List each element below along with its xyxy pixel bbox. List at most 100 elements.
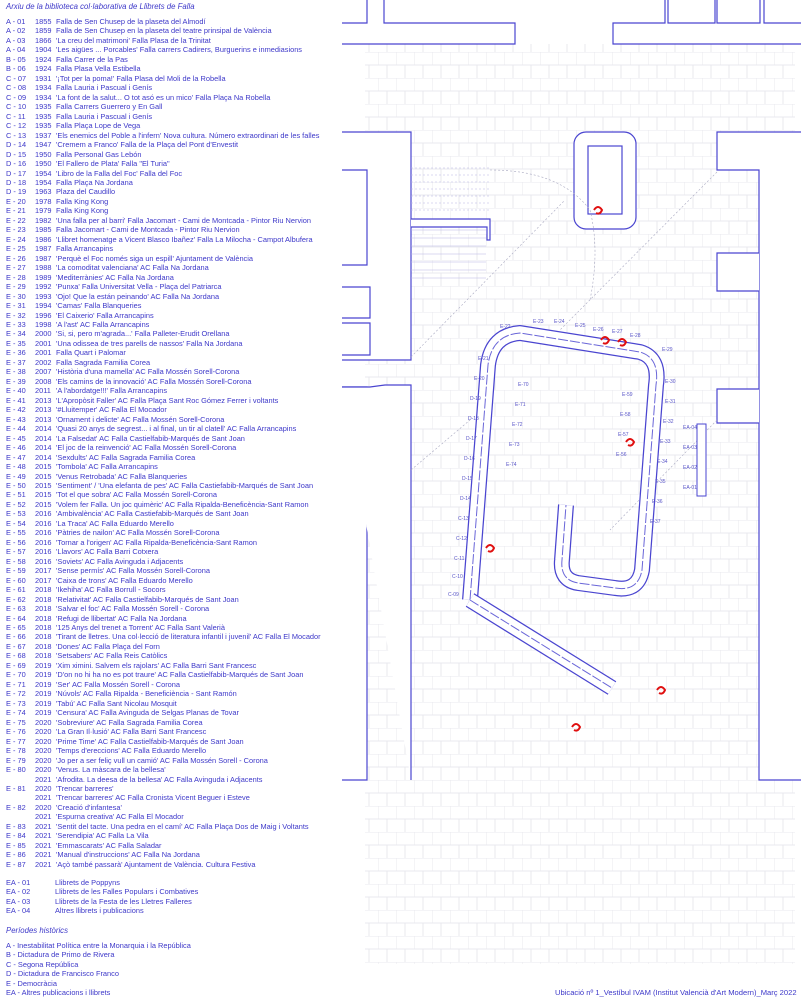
item-code: E - 25 xyxy=(6,244,26,254)
item-title: 'Punxa' Falla Universitat Vella - Plaça … xyxy=(56,282,222,292)
shelf-label: E-25 xyxy=(575,323,586,329)
item-year: 2015 xyxy=(35,480,52,490)
item-year: 1992 xyxy=(35,282,52,292)
item-year: 2020 xyxy=(35,802,52,812)
item-title: Falla King Kong xyxy=(56,196,109,206)
item-year: 2021 xyxy=(35,812,52,822)
item-title: 'Manual d'instruccions' AC Falla Na Jord… xyxy=(56,850,200,860)
item-year: 2018 xyxy=(35,604,52,614)
item-year: 1859 xyxy=(35,26,52,36)
item-year: 1963 xyxy=(35,187,52,197)
item-year: 2020 xyxy=(35,783,52,793)
item-year: 2018 xyxy=(35,651,52,661)
period: B - Dictadura de Primo de Rivera xyxy=(6,950,115,960)
list-item: 2021'Espurna creativa' AC Falla El Mocad… xyxy=(6,812,321,821)
item-title: 'Emmascarats' AC Falla Saladar xyxy=(56,840,162,850)
item-title: 'Si, si, pero m'agrada...' Falla Pallete… xyxy=(56,329,230,339)
item-year: 2018 xyxy=(35,585,52,595)
item-year: 2018 xyxy=(35,632,52,642)
item-year: 1987 xyxy=(35,244,52,254)
item-title: 'Ojo! Que la están peinando' AC Falla Na… xyxy=(56,291,220,301)
item-code: E - 53 xyxy=(6,509,26,519)
list-item: A - Inestabilitat Política entre la Mona… xyxy=(6,941,191,950)
item-code: A - 04 xyxy=(6,45,26,55)
item-code: E - 45 xyxy=(6,433,26,443)
item-code: E - 83 xyxy=(6,821,26,831)
item-code: E - 52 xyxy=(6,499,26,509)
item-code: C - 10 xyxy=(6,102,27,112)
item-title: 'Mediterrànies' AC Falla Na Jordana xyxy=(56,272,174,282)
item-year: 2020 xyxy=(35,727,52,737)
item-year: 2019 xyxy=(35,698,52,708)
period: E - Democràcia xyxy=(6,978,57,988)
item-year: 2016 xyxy=(35,537,52,547)
item-title: 'Relativitat' AC Falla Castielfabib-Marq… xyxy=(56,594,239,604)
item-year: 2014 xyxy=(35,443,52,453)
item-year: 1978 xyxy=(35,196,52,206)
item-code: E - 69 xyxy=(6,660,26,670)
item-code: E - 27 xyxy=(6,263,26,273)
item-code: E - 80 xyxy=(6,765,26,775)
item-year: 2014 xyxy=(35,433,52,443)
item-year: 2018 xyxy=(35,641,52,651)
shelf-label: EA-03 xyxy=(683,445,697,451)
item-year: 2016 xyxy=(35,547,52,557)
item-year: 1950 xyxy=(35,149,52,159)
item-year: 2019 xyxy=(35,660,52,670)
item-code: E - 41 xyxy=(6,395,26,405)
item-title: 'Tabú' AC Falla Sant Nicolau Mosquit xyxy=(56,698,177,708)
item-year: 2015 xyxy=(35,499,52,509)
item-title: 'Afrodita. La deesa de la bellesa' AC Fa… xyxy=(56,774,263,784)
item-code: C - 11 xyxy=(6,111,26,121)
item-code: A - 01 xyxy=(6,17,26,26)
item-year: 2018 xyxy=(35,623,52,632)
list-item: EA - Altres publicacions i llibrets xyxy=(6,988,191,997)
item-code: E - 20 xyxy=(6,196,26,206)
list-title: Arxiu de la biblioteca col·laborativa de… xyxy=(6,2,195,11)
item-year: 1954 xyxy=(35,168,52,178)
item-year: 2002 xyxy=(35,357,52,367)
item-code: E - 62 xyxy=(6,594,26,604)
ea-code: EA - 03 xyxy=(6,896,31,906)
shelf-label: C-11 xyxy=(454,556,465,562)
list-item: E - 20 1978 Falla King Kong xyxy=(6,197,321,206)
shelf-label: E-29 xyxy=(662,347,673,353)
item-year: 2020 xyxy=(35,736,52,746)
item-year: 2021 xyxy=(35,840,52,850)
item-year: 2018 xyxy=(35,594,52,604)
item-code: E - 85 xyxy=(6,840,26,850)
item-code: B - 05 xyxy=(6,54,26,64)
item-code: E - 39 xyxy=(6,376,26,386)
item-year: 1924 xyxy=(35,54,52,64)
item-year: 2016 xyxy=(35,509,52,519)
shelf-label: D-15 xyxy=(462,476,473,482)
item-year: 1979 xyxy=(35,206,52,216)
item-year: 2021 xyxy=(35,859,52,869)
